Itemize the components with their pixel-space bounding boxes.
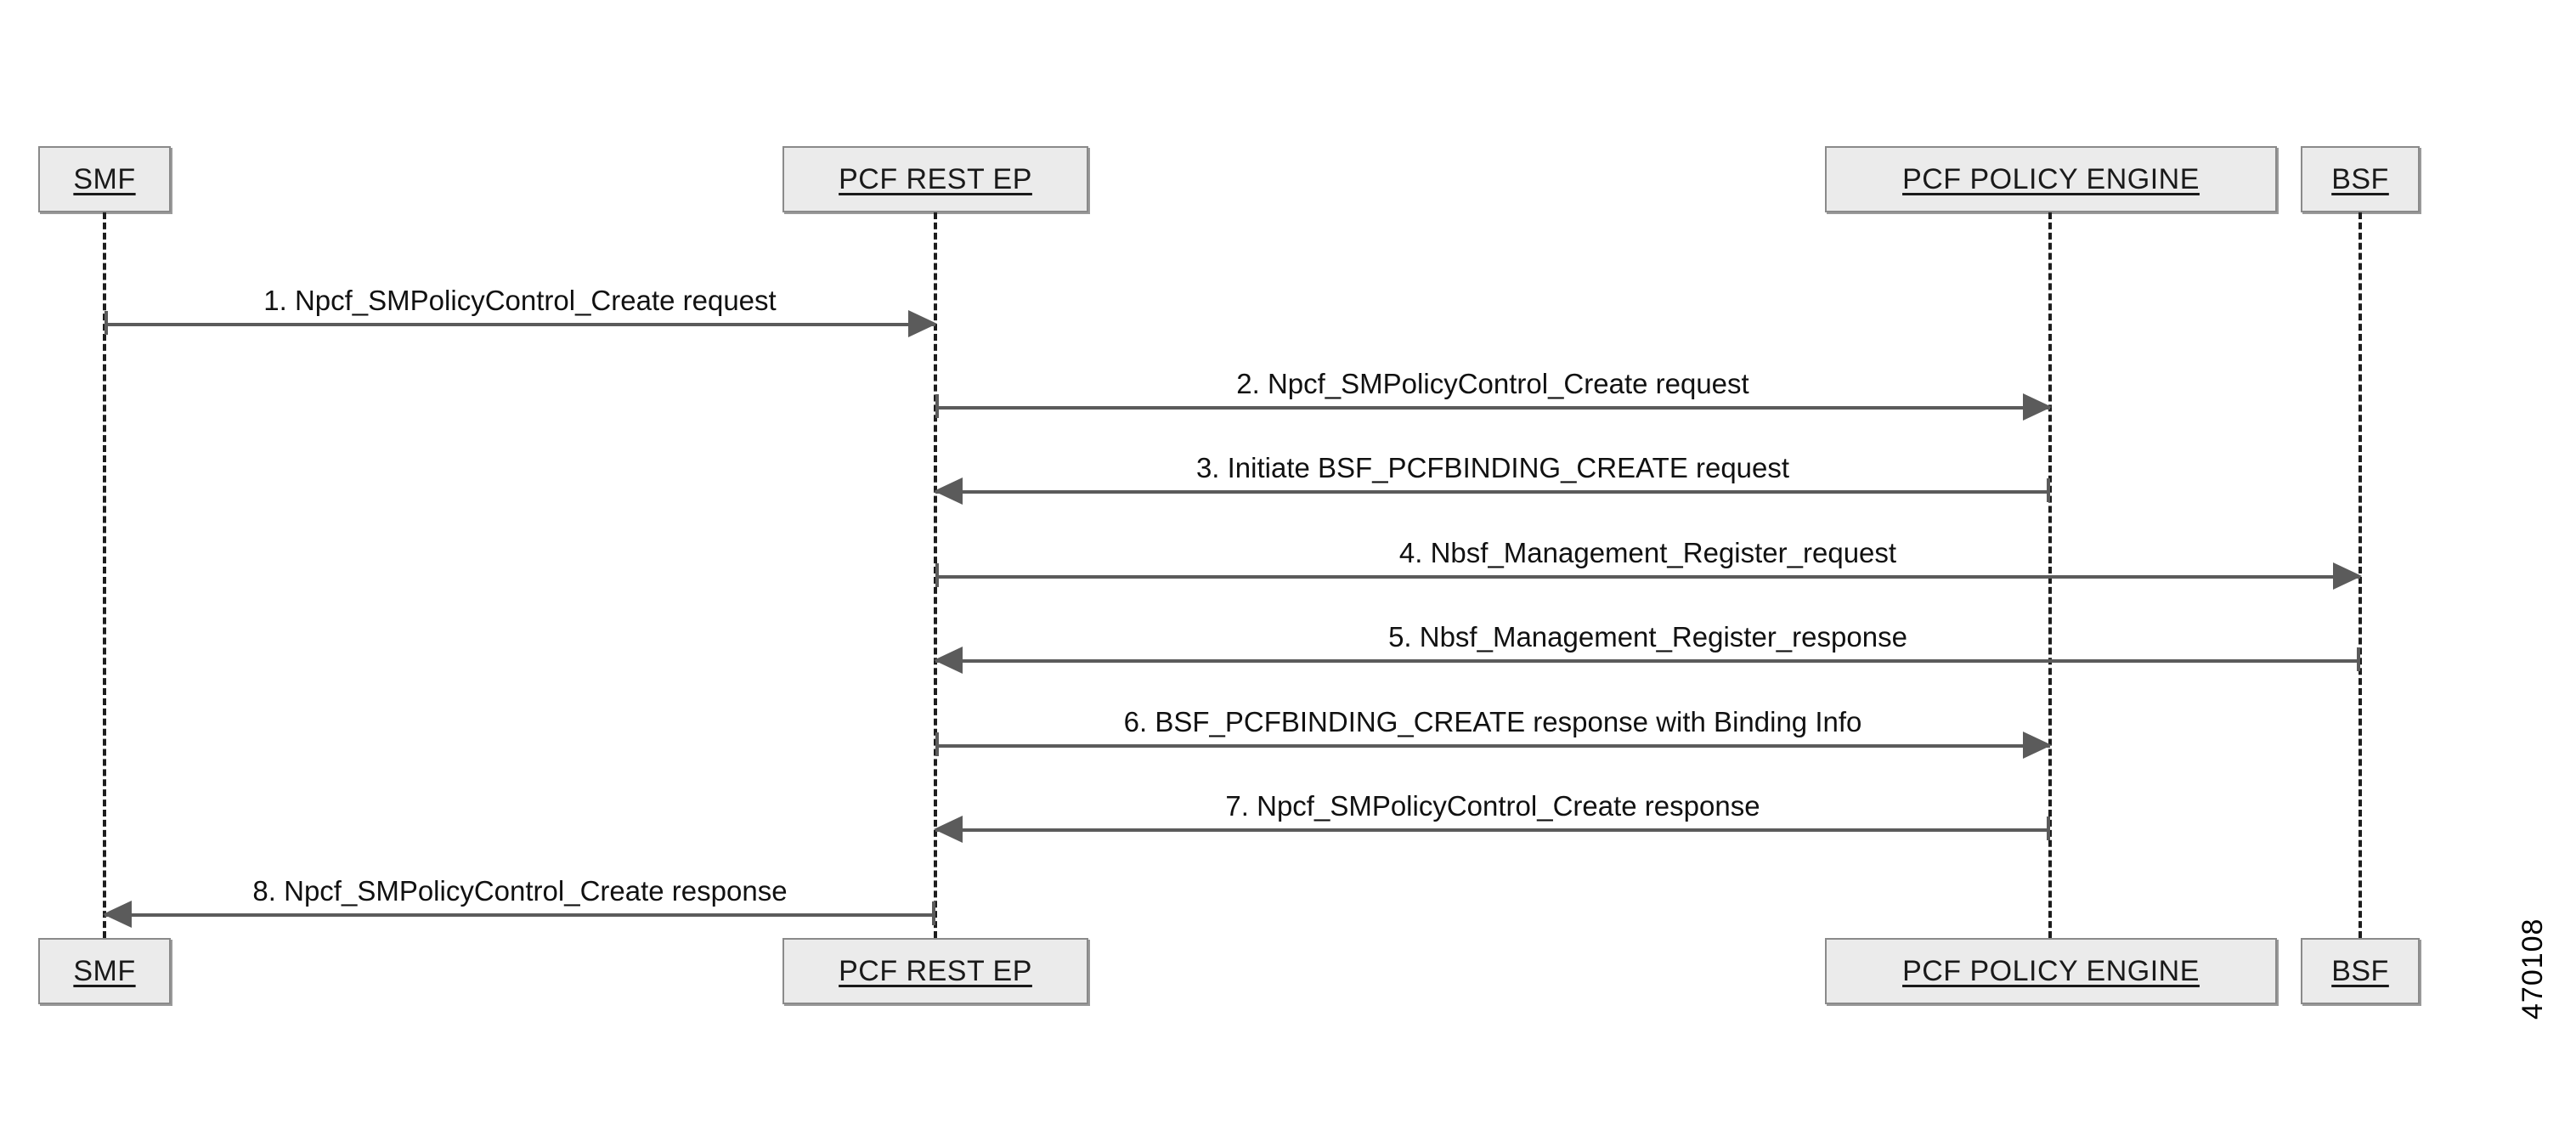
participant-box-smf[interactable]: SMF: [38, 146, 171, 212]
message-line-4: [935, 575, 2360, 579]
participant-box-smf[interactable]: SMF: [38, 938, 171, 1004]
participant-label-bsf: BSF: [2331, 954, 2389, 987]
message-label-5: 5. Nbsf_Management_Register_response: [1388, 621, 1907, 653]
lifeline-smf: [103, 212, 106, 938]
message-tail-1: [105, 311, 108, 335]
arrowhead-right-icon: [2023, 393, 2052, 421]
participant-label-pcf_policy_engine: PCF POLICY ENGINE: [1902, 954, 2200, 987]
participant-label-pcf_policy_engine: PCF POLICY ENGINE: [1902, 162, 2200, 195]
message-tail-7: [2047, 816, 2050, 840]
message-tail-6: [935, 732, 939, 756]
message-line-8: [105, 913, 935, 917]
message-tail-3: [2047, 478, 2050, 502]
participant-label-bsf: BSF: [2331, 162, 2389, 195]
message-line-7: [935, 828, 2050, 832]
message-label-8: 8. Npcf_SMPolicyControl_Create response: [252, 875, 788, 907]
participant-label-smf: SMF: [73, 954, 136, 987]
message-line-5: [935, 659, 2360, 663]
arrowhead-left-icon: [934, 477, 963, 505]
message-line-2: [935, 406, 2050, 410]
arrowhead-left-icon: [934, 647, 963, 674]
participant-box-bsf[interactable]: BSF: [2301, 938, 2420, 1004]
message-line-3: [935, 490, 2050, 494]
participant-box-pcf_policy_engine[interactable]: PCF POLICY ENGINE: [1825, 938, 2277, 1004]
participant-label-pcf_rest_ep: PCF REST EP: [839, 954, 1032, 987]
arrowhead-right-icon: [2333, 562, 2362, 590]
message-tail-8: [932, 901, 935, 925]
message-tail-5: [2357, 647, 2360, 671]
participant-box-pcf_policy_engine[interactable]: PCF POLICY ENGINE: [1825, 146, 2277, 212]
message-label-1: 1. Npcf_SMPolicyControl_Create request: [263, 285, 777, 316]
message-label-2: 2. Npcf_SMPolicyControl_Create request: [1236, 368, 1749, 399]
message-label-6: 6. BSF_PCFBINDING_CREATE response with B…: [1123, 706, 1862, 737]
arrowhead-right-icon: [2023, 732, 2052, 759]
participant-label-pcf_rest_ep: PCF REST EP: [839, 162, 1032, 195]
message-tail-4: [935, 563, 939, 587]
message-tail-2: [935, 394, 939, 418]
participant-box-bsf[interactable]: BSF: [2301, 146, 2420, 212]
message-line-1: [105, 323, 935, 326]
message-label-4: 4. Nbsf_Management_Register_request: [1398, 537, 1897, 568]
message-line-6: [935, 744, 2050, 748]
arrowhead-right-icon: [908, 310, 937, 337]
message-label-7: 7. Npcf_SMPolicyControl_Create response: [1225, 790, 1760, 822]
message-label-3: 3. Initiate BSF_PCFBINDING_CREATE reques…: [1195, 452, 1790, 483]
arrowhead-left-icon: [103, 901, 132, 928]
figure-number: 470108: [2517, 918, 2549, 1020]
participant-box-pcf_rest_ep[interactable]: PCF REST EP: [782, 146, 1088, 212]
participant-box-pcf_rest_ep[interactable]: PCF REST EP: [782, 938, 1088, 1004]
arrowhead-left-icon: [934, 816, 963, 843]
participant-label-smf: SMF: [73, 162, 136, 195]
